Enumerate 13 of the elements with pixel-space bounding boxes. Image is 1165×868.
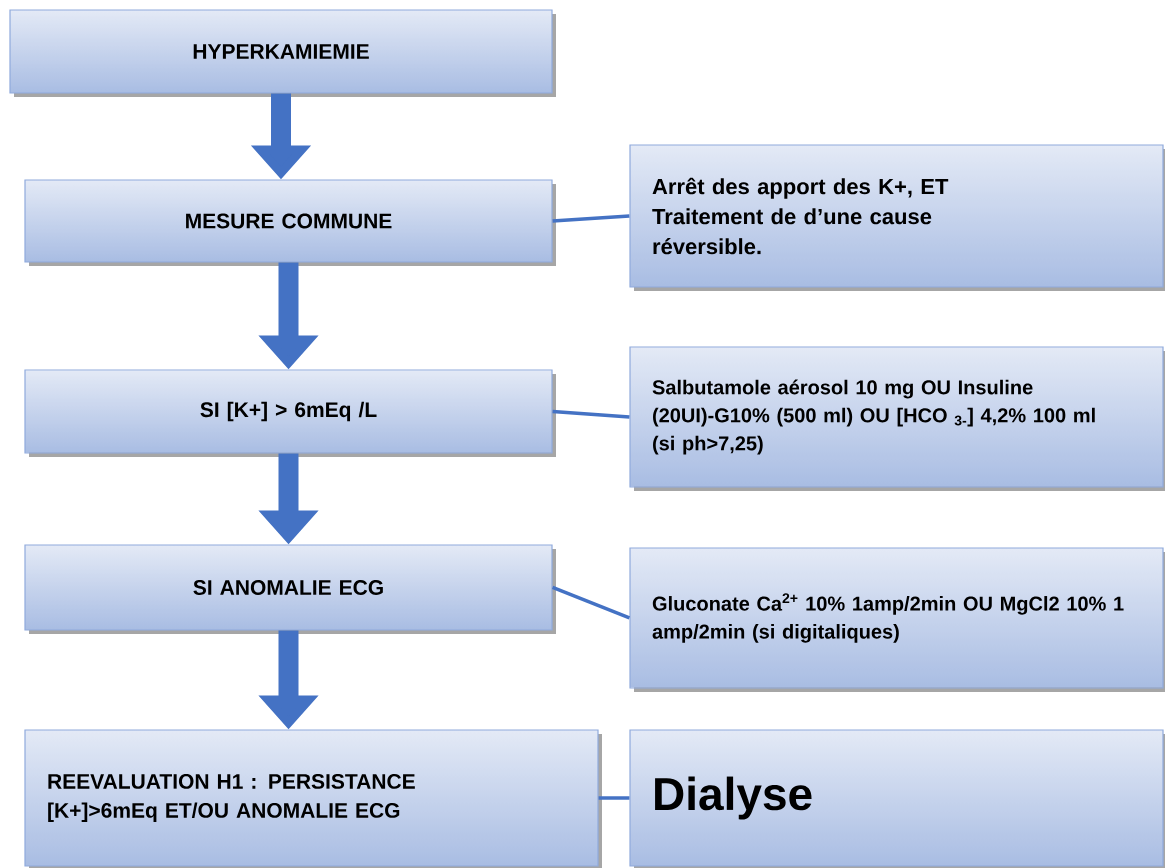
process-box: Salbutamole aérosol 10 mg OU Insuline (20UI)-G10% (500 ml) OU [HCO $_{3-}$] 4,2% 100 ml (si ph>7,25): [629, 346, 1165, 491]
connector-line: [552, 409, 630, 419]
connector-line: [551, 585, 631, 620]
connector-line: [598, 796, 630, 800]
process-box: MESURE COMMUNE: [24, 179, 556, 266]
process-box: Dialyse: [629, 729, 1165, 868]
process-box: SI [K+] > 6mEq /L: [24, 369, 556, 457]
process-box: HYPERKAMIEMIE: [9, 9, 556, 97]
process-box: Gluconate Ca$^{2+}$ 10% 1amp/2min OU MgCl2 10% 1 amp/2min (si digitaliques): [629, 547, 1165, 692]
process-box: SI ANOMALIE ECG: [24, 544, 556, 634]
process-box: Arrêt des apport des K+, ET Traitement de d’une cause réversible.: [629, 144, 1165, 291]
process-box: REEVALUATION H1 : PERSISTANCE [K+]>6mEq ET/OU ANOMALIE ECG: [24, 729, 602, 868]
connector-line: [552, 214, 630, 223]
